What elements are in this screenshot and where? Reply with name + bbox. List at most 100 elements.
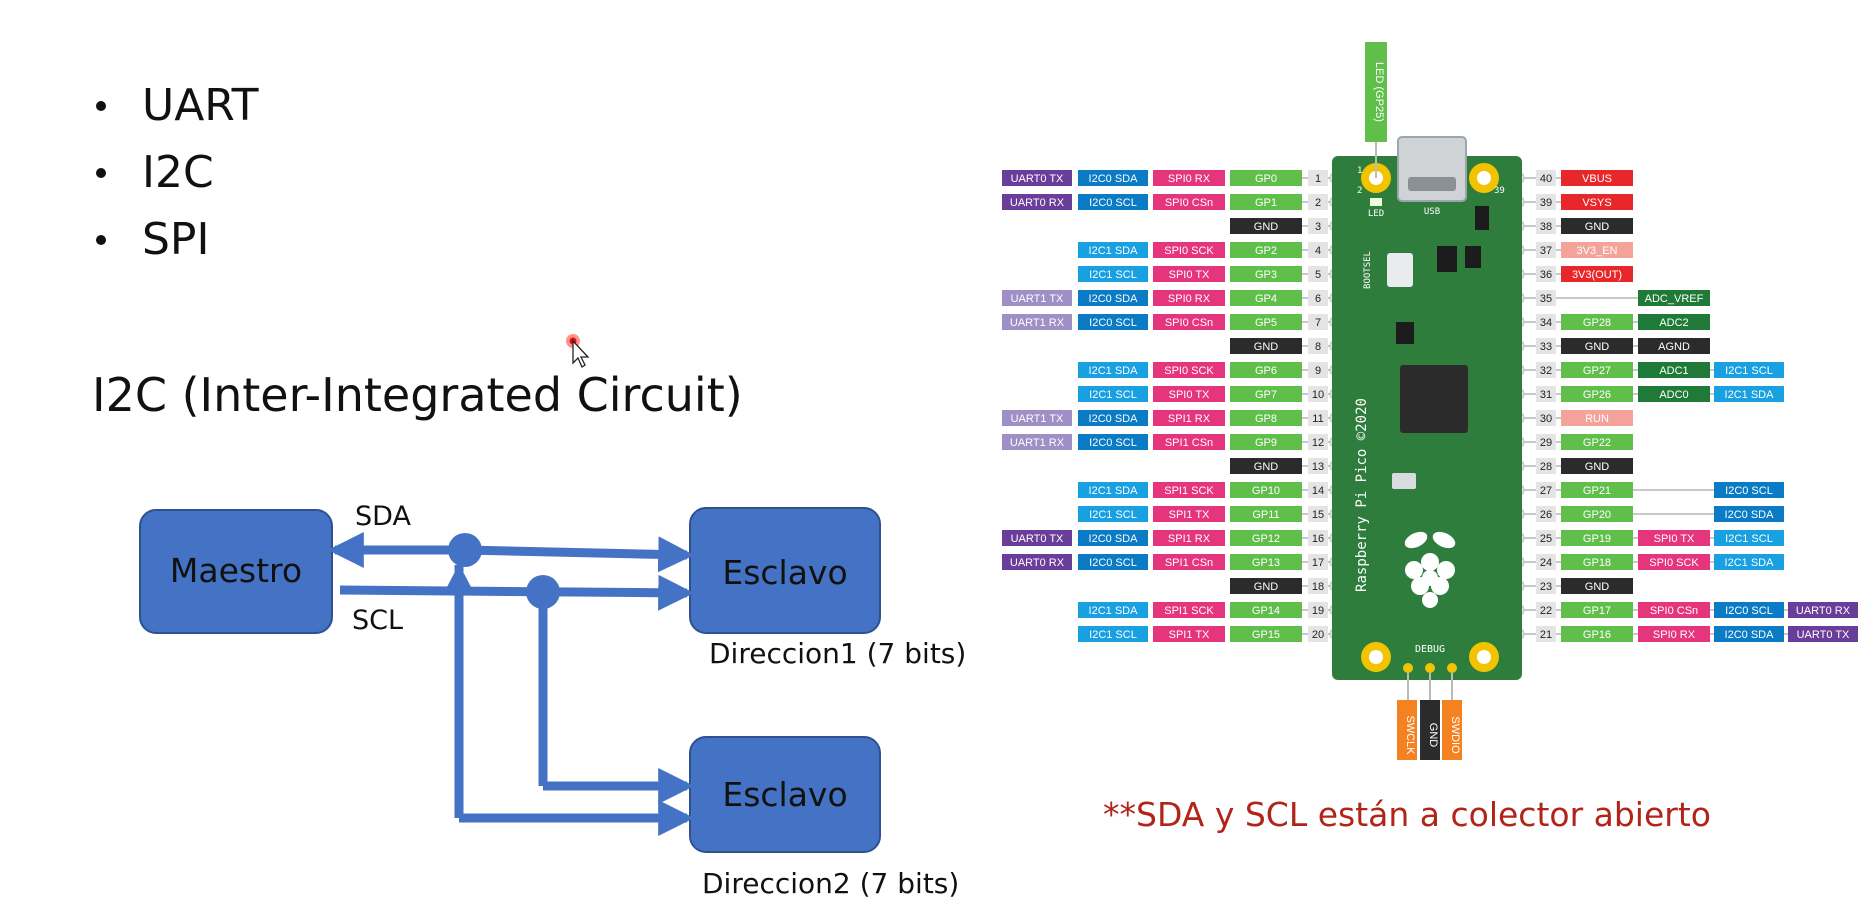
pin-function-label: GP21 — [1583, 485, 1611, 497]
pin-function-box — [1002, 410, 1072, 426]
pin-function-box — [1230, 386, 1302, 402]
onboard-led — [1370, 198, 1382, 206]
pin-number-box — [1536, 578, 1556, 594]
pin-function-label: SPI1 CSn — [1165, 557, 1213, 569]
debug-gnd-label: GND — [1427, 723, 1439, 748]
pin-number-box — [1308, 314, 1328, 330]
pin-number: 37 — [1540, 245, 1552, 257]
pin-function-label: I2C1 SDA — [1089, 365, 1139, 377]
pin-function-label: I2C1 SDA — [1089, 245, 1139, 257]
pin-function-box — [1561, 194, 1633, 210]
slave2-label: Esclavo — [722, 775, 847, 814]
pin-function-box — [1078, 266, 1148, 282]
pin-function-label: SPI0 CSn — [1650, 605, 1698, 617]
pin-function-box — [1153, 290, 1225, 306]
pin-function-box — [1002, 194, 1072, 210]
pin-number: 29 — [1540, 437, 1552, 449]
pin-function-label: I2C0 SCL — [1089, 557, 1137, 569]
pin-function-box — [1230, 434, 1302, 450]
pin-number-box — [1536, 362, 1556, 378]
pin-function-label: GP6 — [1255, 365, 1277, 377]
pin-function-label: I2C1 SCL — [1725, 533, 1773, 545]
pin-function-label: ADC1 — [1659, 365, 1688, 377]
pin-number: 1 — [1315, 173, 1321, 185]
pin-function-box — [1230, 458, 1302, 474]
pin-function-box — [1153, 434, 1225, 450]
pin-number: 32 — [1540, 365, 1552, 377]
address1-label: Direccion1 (7 bits) — [709, 637, 966, 670]
pin-number-box — [1308, 626, 1328, 642]
pin-function-box — [1561, 602, 1633, 618]
pin-function-label: GND — [1254, 581, 1279, 593]
pin-function-label: GP3 — [1255, 269, 1277, 281]
pin-function-label: GP11 — [1252, 509, 1279, 521]
board-silkscreen-text: Raspberry Pi Pico ©2020 — [1354, 398, 1370, 592]
pin-function-box — [1714, 554, 1784, 570]
pin-number-box — [1536, 434, 1556, 450]
pin-function-box — [1078, 434, 1148, 450]
pin-number-box — [1536, 290, 1556, 306]
pin-function-label: I2C0 SCL — [1725, 485, 1773, 497]
pin-function-box — [1153, 314, 1225, 330]
pin-function-label: ADC2 — [1659, 317, 1688, 329]
pin-number: 36 — [1540, 269, 1552, 281]
pin-function-box — [1153, 194, 1225, 210]
rp2040-chip — [1400, 365, 1468, 433]
pin2-board-marker: 2 — [1357, 186, 1362, 196]
pin-function-box — [1230, 410, 1302, 426]
pin-function-box — [1078, 482, 1148, 498]
pin-function-box — [1078, 194, 1148, 210]
pin-number-box — [1308, 386, 1328, 402]
pin-function-label: I2C1 SCL — [1089, 629, 1137, 641]
pin-function-box — [1153, 482, 1225, 498]
pin-function-box — [1561, 554, 1633, 570]
pin-function-box — [1561, 482, 1633, 498]
address2-label: Direccion2 (7 bits) — [702, 867, 959, 900]
pin-function-label: SPI0 CSn — [1165, 197, 1213, 209]
pin-function-label: SPI0 SCK — [1649, 557, 1699, 569]
pin-function-box — [1078, 170, 1148, 186]
pin-function-box — [1561, 170, 1633, 186]
pin-function-box — [1153, 626, 1225, 642]
pin-number: 18 — [1312, 581, 1324, 593]
pin-number: 2 — [1315, 197, 1321, 209]
raspberry-logo-icon — [1404, 531, 1456, 608]
pin39-board-marker: 39 — [1494, 186, 1505, 196]
debug-swdio-box — [1442, 700, 1462, 760]
pin-number: 7 — [1315, 317, 1321, 329]
pin-number: 28 — [1540, 461, 1552, 473]
pin-number-box — [1536, 338, 1556, 354]
debug-swdio-label: SWDIO — [1449, 716, 1461, 754]
usb-connector — [1397, 136, 1467, 202]
pin-function-box — [1714, 626, 1784, 642]
pin-function-label: AGND — [1658, 341, 1690, 353]
pin-function-label: GP7 — [1255, 389, 1277, 401]
pin-function-label: I2C0 SCL — [1725, 605, 1773, 617]
pin-number: 23 — [1540, 581, 1552, 593]
led-callout-label: LED (GP25) — [1373, 62, 1385, 122]
pin-number: 33 — [1540, 341, 1552, 353]
pin-function-box — [1714, 362, 1784, 378]
pin-function-label: GP28 — [1583, 317, 1611, 329]
pin-function-box — [1714, 386, 1784, 402]
pin-number: 17 — [1312, 557, 1324, 569]
pin-function-box — [1638, 554, 1710, 570]
pin-function-box — [1153, 170, 1225, 186]
pin-function-label: UART0 TX — [1011, 533, 1064, 545]
pin-number: 24 — [1540, 557, 1552, 569]
pin-function-label: SPI0 TX — [1169, 269, 1210, 281]
pin-number: 6 — [1315, 293, 1321, 305]
pin-function-box — [1714, 530, 1784, 546]
pin-number: 27 — [1540, 485, 1552, 497]
pin-function-box — [1002, 530, 1072, 546]
pin-function-box — [1153, 242, 1225, 258]
pin-function-box — [1153, 266, 1225, 282]
pin-function-box — [1153, 530, 1225, 546]
smd-component — [1465, 246, 1481, 268]
pin-number-box — [1536, 602, 1556, 618]
pin-number: 19 — [1312, 605, 1324, 617]
pin-function-label: GP17 — [1583, 605, 1611, 617]
pin-number-box — [1308, 554, 1328, 570]
pin-number-box — [1308, 218, 1328, 234]
